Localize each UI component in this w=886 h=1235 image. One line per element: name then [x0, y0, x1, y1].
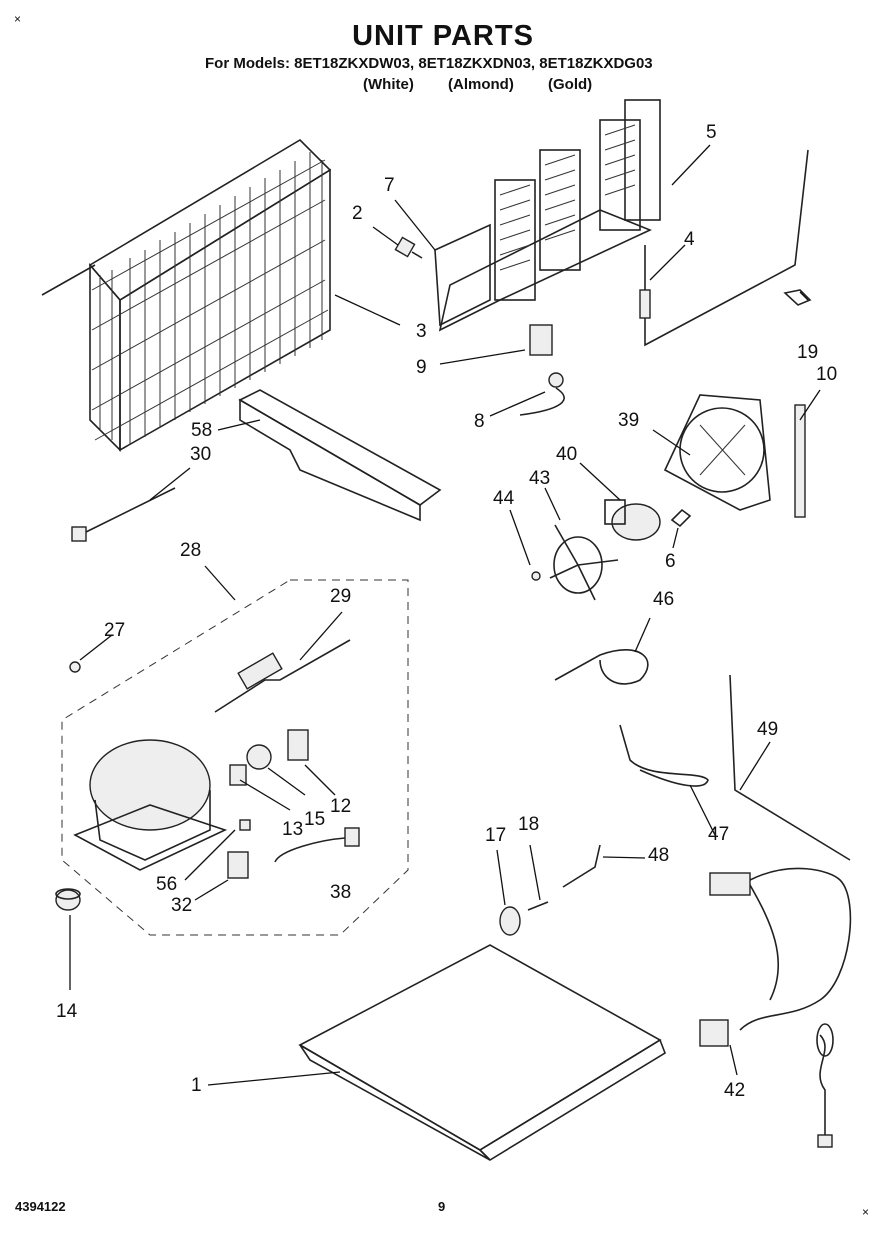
callout-17: 17 — [485, 825, 507, 846]
screw-part — [394, 236, 423, 259]
callout-29: 29 — [330, 586, 352, 607]
callout-10: 10 — [816, 364, 838, 385]
rubber-grommet — [55, 888, 81, 911]
fan-motor-assembly — [531, 499, 692, 601]
leader-lines — [69, 144, 821, 1086]
callout-27: 27 — [104, 620, 126, 641]
callout-19: 19 — [797, 342, 819, 363]
callout-3: 3 — [416, 321, 427, 342]
corner-mark-top: × — [14, 12, 22, 26]
callout-56: 56 — [156, 874, 178, 895]
callout-44: 44 — [493, 488, 515, 509]
callout-5: 5 — [706, 122, 717, 143]
callout-47: 47 — [708, 824, 730, 845]
page-title: UNIT PARTS — [352, 20, 534, 52]
drain-pan — [238, 389, 442, 522]
callout-8: 8 — [474, 411, 485, 432]
callout-12: 12 — [330, 796, 352, 817]
callout-9: 9 — [416, 357, 427, 378]
callout-2: 2 — [352, 203, 363, 224]
base-pan — [298, 944, 666, 1162]
callout-6: 6 — [665, 551, 676, 572]
page-number: 9 — [438, 1199, 446, 1214]
wire-tie — [71, 487, 176, 542]
defrost-wire — [639, 149, 812, 518]
wiring-harness — [699, 867, 852, 1148]
callout-1: 1 — [191, 1075, 202, 1096]
callout-14: 14 — [56, 1001, 78, 1022]
evaporator-assembly — [434, 99, 661, 356]
callout-13: 13 — [282, 819, 304, 840]
callout-7: 7 — [384, 175, 395, 196]
callout-4: 4 — [684, 229, 695, 250]
callout-18: 18 — [518, 814, 540, 835]
color-white: (White) — [363, 76, 414, 93]
roller-parts — [499, 901, 549, 936]
tubing-parts — [554, 649, 851, 888]
compressor-group — [61, 579, 409, 936]
color-gold: (Gold) — [548, 76, 593, 93]
callout-15: 15 — [304, 809, 326, 830]
grommet-cord — [519, 372, 565, 416]
callout-58: 58 — [191, 420, 213, 441]
color-almond: (Almond) — [448, 76, 514, 93]
callout-46: 46 — [653, 589, 675, 610]
callout-28: 28 — [180, 540, 202, 561]
callout-43: 43 — [529, 468, 551, 489]
corner-mark-bottom: × — [862, 1205, 870, 1219]
document-number: 4394122 — [15, 1199, 66, 1214]
callout-39: 39 — [618, 410, 640, 431]
fan-shroud — [663, 394, 771, 511]
models-line: For Models: 8ET18ZKXDW03, 8ET18ZKXDN03, … — [205, 55, 653, 72]
callout-40: 40 — [556, 444, 578, 465]
callout-42: 42 — [724, 1080, 746, 1101]
callout-32: 32 — [171, 895, 193, 916]
callout-30: 30 — [190, 444, 212, 465]
callout-49: 49 — [757, 719, 779, 740]
callout-38: 38 — [330, 882, 352, 903]
condenser-coil — [41, 138, 332, 452]
callout-48: 48 — [648, 845, 670, 866]
